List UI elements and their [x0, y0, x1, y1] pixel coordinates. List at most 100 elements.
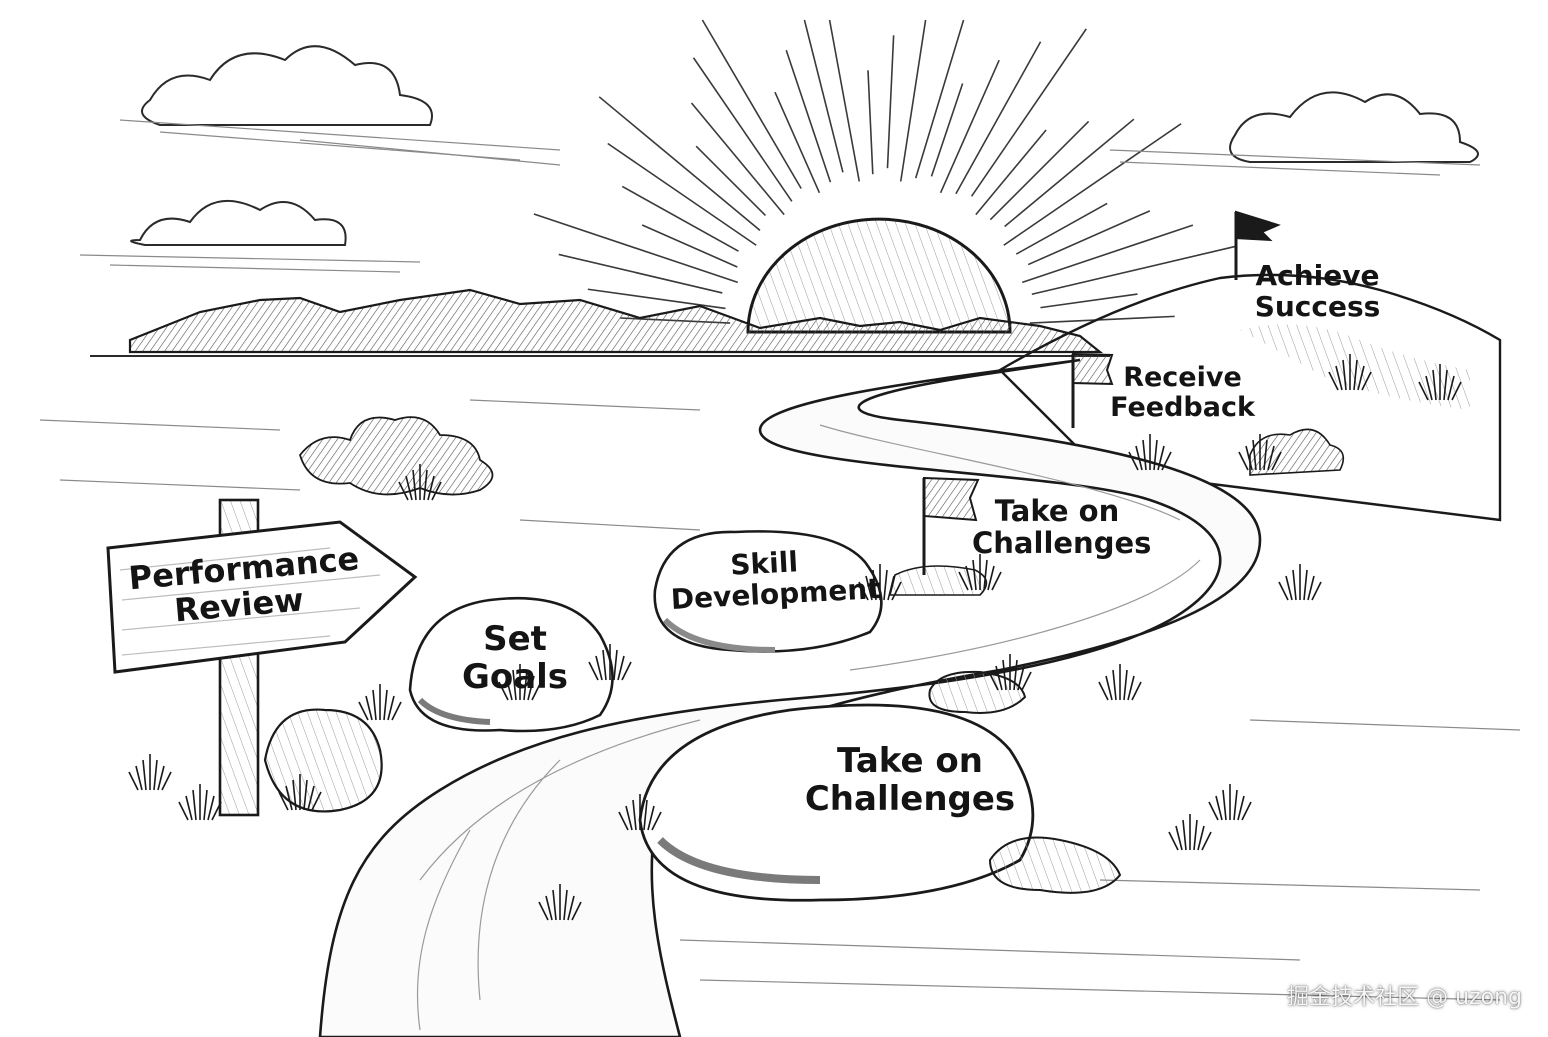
grass-blade: [505, 675, 513, 701]
grass-blade: [1361, 371, 1372, 391]
distant-mountains: [128, 288, 1104, 354]
sun-ray: [828, 19, 861, 182]
cloud-left-top: [119, 45, 561, 166]
grass-blade: [1208, 801, 1219, 821]
grass-blade: [1233, 789, 1238, 821]
grass-blade: [965, 565, 973, 591]
grass-blade: [203, 789, 208, 821]
grass-blade: [1285, 575, 1293, 601]
grass-blade: [1182, 819, 1187, 851]
grass-blade: [625, 805, 633, 831]
rising-sun: [746, 217, 1012, 334]
grass-blade: [512, 669, 517, 701]
sun-ray: [1021, 224, 1194, 284]
grass-blade: [1127, 675, 1135, 701]
grass-blade: [303, 779, 308, 811]
grass-blade: [595, 655, 603, 681]
grass-blade: [872, 569, 877, 601]
grass-blade: [1278, 581, 1289, 601]
grass-blade: [545, 895, 553, 921]
grass-blade: [858, 581, 869, 601]
grass-blade: [527, 675, 535, 701]
sun-ray: [989, 120, 1090, 221]
flag-achieve-success: [1234, 210, 1281, 280]
grass-blade: [278, 791, 289, 811]
skill-rock-shade: [662, 617, 776, 653]
grass-blade: [358, 701, 369, 721]
grass-blade: [552, 889, 557, 921]
skill-development-label: Skill Development: [668, 543, 881, 616]
sun-ray: [867, 70, 874, 175]
big-rock-shade: [657, 837, 821, 884]
grass-blade: [972, 559, 977, 591]
receive-feedback-label: Receive Feedback: [1110, 362, 1255, 424]
hill-right-shading: [1240, 324, 1470, 410]
grass-blade: [1002, 659, 1007, 691]
sun-ray: [899, 19, 927, 182]
grass-blade: [1292, 569, 1297, 601]
cloud-right: [1109, 91, 1481, 176]
grass-blade: [983, 559, 988, 591]
grass-blade: [1153, 439, 1158, 471]
bush-left: [299, 416, 494, 496]
grass-blade: [865, 575, 873, 601]
receive-feedback-line2: Feedback: [1110, 392, 1255, 424]
grass-blade: [1432, 369, 1437, 401]
grass-blade: [1303, 569, 1308, 601]
sun-ray: [690, 102, 785, 216]
take-on-challenges-rock: [638, 703, 1035, 902]
sun-ray: [533, 213, 739, 284]
grass-blade: [1447, 375, 1455, 401]
grass-blade: [211, 801, 222, 821]
sun-ray: [955, 41, 1042, 195]
grass-blade: [1017, 665, 1025, 691]
grass-blade: [192, 789, 197, 821]
sun-ray: [914, 19, 965, 179]
achieve-success-line2: Success: [1254, 290, 1381, 324]
grass-blade: [1215, 795, 1223, 821]
sun-ray: [598, 96, 761, 231]
sun-ray: [803, 19, 844, 173]
signpost: [106, 498, 418, 817]
sun-ray: [607, 142, 757, 246]
grass-blade: [531, 681, 542, 701]
grass-blade: [643, 799, 648, 831]
grass-blade: [292, 779, 297, 811]
take-on-challenges-flag-label: Take on Challenges: [972, 495, 1152, 561]
grass-blade: [431, 481, 442, 501]
grass-blade: [567, 895, 575, 921]
grass-blade: [1193, 819, 1198, 851]
sun-ray: [1003, 123, 1182, 246]
sun-ray: [701, 19, 802, 189]
sun-ray: [1031, 245, 1236, 296]
take-on-challenges-flag-line2: Challenges: [972, 526, 1152, 561]
grass-blade: [991, 571, 1002, 591]
set-goals-line2: Goals: [461, 657, 569, 698]
grass-blade: [1328, 371, 1339, 391]
small-rock-right: [988, 836, 1122, 894]
grass-blade: [178, 801, 189, 821]
sun-ray: [785, 50, 832, 183]
winding-road: [318, 358, 1262, 1037]
grass-blade: [1307, 575, 1315, 601]
grass-blade: [1123, 669, 1128, 701]
grass-blade: [311, 791, 322, 811]
grass-blade: [1342, 359, 1347, 391]
grass-blade: [1105, 675, 1113, 701]
sun-ray: [886, 35, 895, 169]
grass-blade: [1201, 831, 1212, 851]
grass-blade: [185, 795, 193, 821]
grass-blade: [1311, 581, 1322, 601]
grass-blade: [1131, 681, 1142, 701]
grass-blade: [1353, 359, 1358, 391]
cloud-left-bottom: [79, 199, 421, 273]
grass-blade: [157, 765, 165, 791]
grass-blade: [1142, 439, 1147, 471]
grass-blade: [405, 475, 413, 501]
achieve-success-line1: Achieve: [1255, 259, 1380, 292]
achieve-success-label: Achieve Success: [1250, 260, 1385, 323]
grass-blade: [651, 811, 662, 831]
sun-ray: [695, 145, 767, 217]
